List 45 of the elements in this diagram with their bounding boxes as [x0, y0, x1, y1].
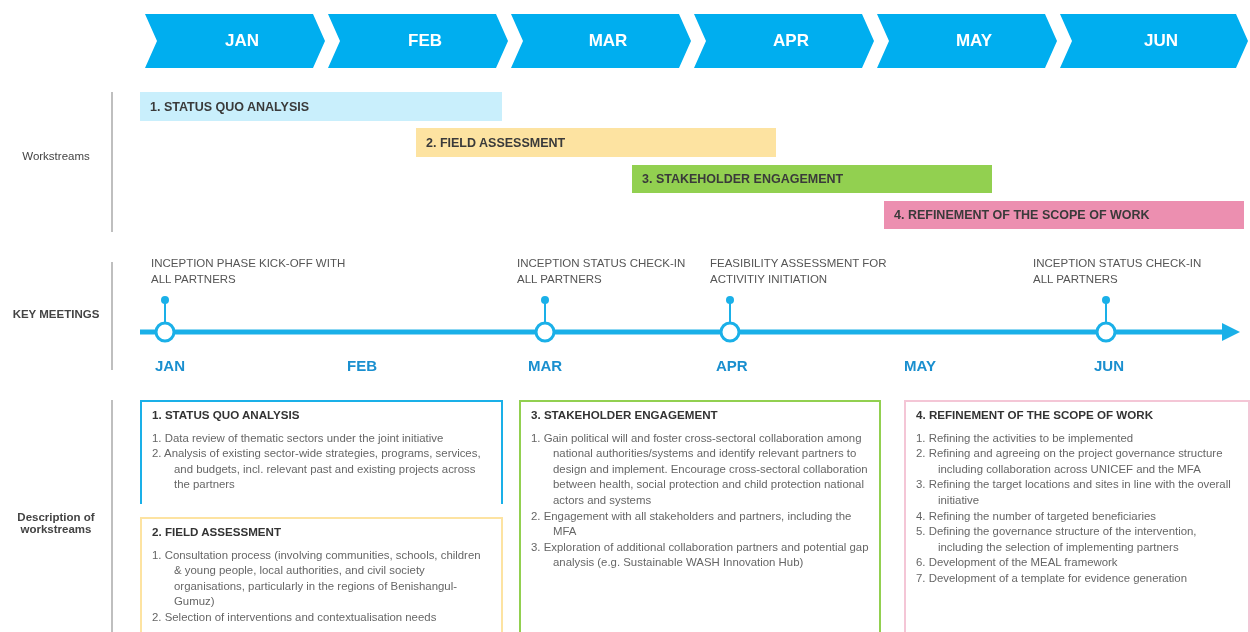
month-label: MAR — [528, 357, 564, 374]
list-item: 3. Refining the target locations and sites in line with the overall initiative — [916, 477, 1232, 508]
card-heading: 1. STATUS QUO ANALYSIS — [152, 407, 301, 423]
month-banner: MAR — [511, 14, 691, 68]
meeting-label: INCEPTION STATUS CHECK-IN ALL PARTNERS — [1033, 256, 1203, 287]
card-heading: 2. FIELD ASSESSMENT — [152, 524, 283, 540]
month-label: FEB — [347, 357, 378, 374]
meeting-label: INCEPTION PHASE KICK-OFF WITH ALL PARTNERS — [151, 256, 347, 287]
month-label: APR — [716, 357, 749, 374]
meeting-label: INCEPTION STATUS CHECK-IN ALL PARTNERS — [517, 256, 687, 287]
meeting-label: FEASIBILITY ASSESSMENT FOR ACTIVITIY INITIATION — [710, 256, 888, 287]
list-item: 3. Exploration of additional collaboration partners and potential gap analysis (e.g. Sustainable WASH Innovation Hub) — [531, 539, 869, 571]
list-item: 2. Analysis of existing sector-wide strategies, programs, services, and budgets, incl. relevant past and existing projects across the partners — [152, 446, 482, 493]
card-heading: 4. REFINEMENT OF THE SCOPE OF WORK — [916, 407, 1155, 423]
list-item: 2. Selection of interventions and contextualisation needs — [152, 609, 438, 625]
month-banner: JUN — [1060, 14, 1248, 68]
workstream-card — [519, 400, 881, 632]
month-banner: FEB — [328, 14, 508, 68]
list-item: 4. Refining the number of targeted beneficiaries — [916, 508, 1157, 524]
month-label: JUN — [1094, 357, 1125, 374]
list-item: 5. Defining the governance structure of the intervention, including the selection of implementing partners — [916, 524, 1198, 555]
workstreams-label: Workstreams — [21, 150, 91, 162]
month-banner: JAN — [145, 14, 325, 68]
month-banner: MAY — [877, 14, 1057, 68]
workstream-bar: 2. FIELD ASSESSMENT — [416, 128, 776, 157]
section-label: KEY MEETINGS — [11, 308, 101, 320]
list-item: 1. Refining the activities to be implemented — [916, 430, 1135, 446]
workstream-card — [140, 517, 503, 632]
section-label: Description of workstreams — [16, 511, 96, 535]
list-item: 7. Development of a template for evidence generation — [916, 570, 1188, 586]
list-item: 6. Development of the MEAL framework — [916, 555, 1119, 571]
list-item: 2. Refining and agreeing on the project governance structure including collaboration across UNICEF and the MFA — [916, 446, 1224, 477]
workstream-card — [140, 400, 503, 504]
workstream-bar: 3. STAKEHOLDER ENGAGEMENT — [632, 165, 992, 193]
list-item: 1. Consultation process (involving communities, schools, children & young people, local authorities, and civil society organisations, particularly in the regions of Benishangul-Gumuz) — [152, 547, 482, 610]
workstream-bar: 4. REFINEMENT OF THE SCOPE OF WORK — [884, 201, 1244, 229]
workstream-card — [904, 400, 1250, 632]
list-item: 2. Engagement with all stakeholders and partners, including the MFA — [531, 508, 853, 540]
list-item: 1. Data review of thematic sectors under the joint initiative — [152, 430, 445, 446]
month-banner: APR — [694, 14, 874, 68]
list-item: 1. Gain political will and foster cross-sectoral collaboration among national authorities/systems and identify relevant partners to design and implement. Encourage cross-sectoral collaboration between health, social protection and child protection national actors and systems — [531, 430, 869, 508]
workstream-bar: 1. STATUS QUO ANALYSIS — [140, 92, 502, 121]
month-label: MAY — [904, 357, 937, 374]
card-heading: 3. STAKEHOLDER ENGAGEMENT — [531, 407, 719, 423]
month-label: JAN — [155, 357, 186, 374]
